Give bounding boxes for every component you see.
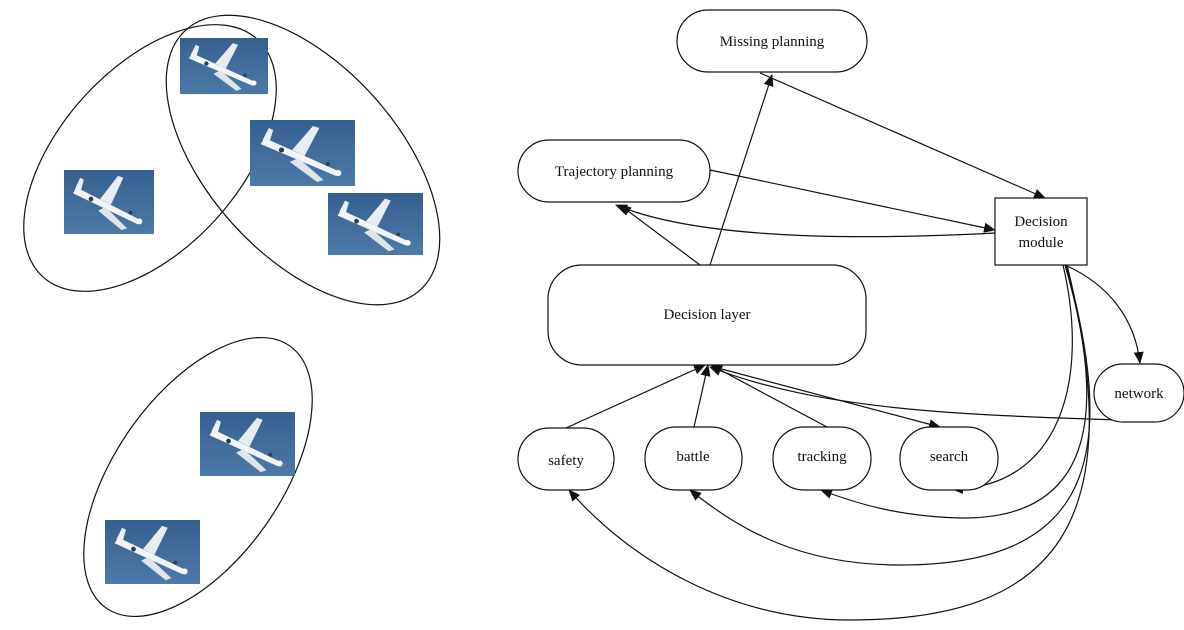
edges <box>565 72 1144 621</box>
node-safety-label: safety <box>548 453 584 469</box>
node-decision-layer-shape <box>547 264 867 366</box>
node-missing-planning: Missing planning <box>676 9 868 73</box>
edge-decision-module-to-safety <box>568 264 1090 621</box>
formation-group-2-ellipse <box>165 14 441 306</box>
node-search-label: search <box>930 449 969 465</box>
nodes: Missing planning Trajectory planning Dec… <box>517 9 1184 491</box>
node-safety: safety <box>517 427 615 491</box>
node-trajectory-planning-shape <box>517 139 711 203</box>
edge-network-to-decision-layer <box>709 366 1121 421</box>
edge-tracking-to-decision-layer <box>710 364 828 428</box>
node-battle-shape <box>644 426 743 491</box>
uav-aircraft-icon <box>64 170 154 235</box>
node-trajectory-planning: Trajectory planning <box>517 139 711 203</box>
uav-formation <box>23 14 441 618</box>
formation-group-3-ellipse <box>83 336 313 618</box>
node-trajectory-planning-label: Trajectory planning <box>555 164 674 180</box>
uav-aircraft-icon <box>250 120 355 186</box>
node-decision-module-shape <box>994 197 1088 266</box>
node-network: network <box>1093 363 1184 423</box>
edge-decision-layer-to-missing-planning <box>709 74 774 266</box>
uav-aircraft-icon <box>105 520 200 585</box>
edge-battle-to-decision-layer <box>693 364 711 428</box>
node-tracking: tracking <box>772 426 872 491</box>
edge-decision-layer-to-trajectory-planning <box>619 204 701 266</box>
uav-aircraft-icon <box>200 412 295 477</box>
node-decision-layer-label: Decision layer <box>663 307 750 323</box>
node-decision-layer: Decision layer <box>547 264 867 366</box>
edge-trajectory-planning-to-decision-module <box>709 169 996 233</box>
node-search-shape <box>899 426 999 491</box>
edge-decision-module-to-battle <box>689 264 1091 566</box>
edge-decision-module-to-trajectory-planning <box>615 204 996 238</box>
edge-missing-planning-to-decision-module <box>759 72 1046 199</box>
node-battle: battle <box>644 426 743 491</box>
edge-safety-to-decision-layer <box>565 364 706 429</box>
node-tracking-shape <box>772 426 872 491</box>
node-battle-label: battle <box>676 449 710 465</box>
edge-decision-module-to-search <box>951 264 1073 494</box>
edge-decision-layer-to-search <box>713 366 941 430</box>
node-decision-module-label-line1: Decision <box>1014 214 1068 230</box>
node-safety-shape <box>517 427 615 491</box>
node-tracking-label: tracking <box>797 449 847 465</box>
uav-aircraft-icon <box>328 193 423 256</box>
node-missing-planning-label: Missing planning <box>720 34 825 50</box>
node-network-shape <box>1093 363 1184 423</box>
node-network-label: network <box>1114 386 1164 402</box>
edge-decision-module-to-network <box>1064 264 1144 364</box>
node-decision-module-label-line2: module <box>1019 235 1064 251</box>
node-search: search <box>899 426 999 491</box>
uav-aircraft-icon <box>180 38 268 95</box>
node-decision-module: Decision module <box>994 197 1088 266</box>
node-missing-planning-shape <box>676 9 868 73</box>
